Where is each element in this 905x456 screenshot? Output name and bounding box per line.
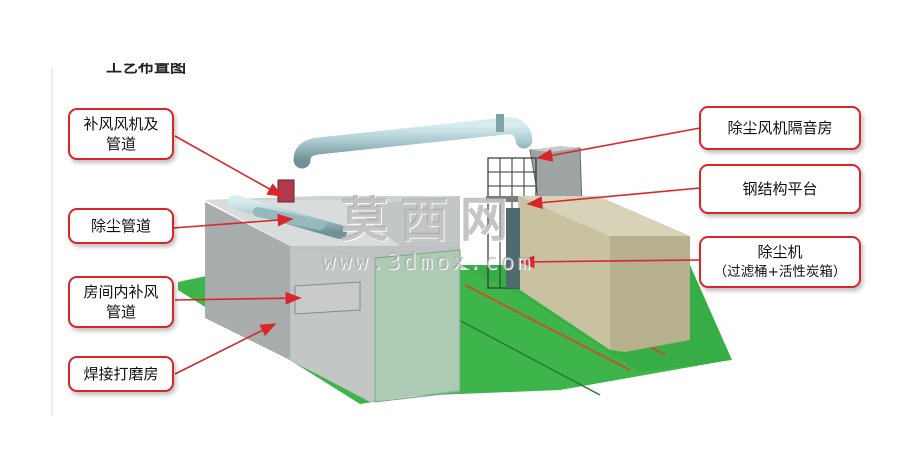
- arrow-fan-room: [536, 127, 701, 162]
- callout-room-supply-duct: 房间内补风 管道: [68, 276, 174, 328]
- interior-duct: [294, 281, 361, 315]
- callout-dust-collector-line2: （过滤桶+活性炭箱）: [713, 264, 847, 280]
- arrow-welding-room: [174, 323, 277, 375]
- callout-fan-sound-room-text: 除尘风机隔音房: [727, 119, 833, 137]
- callout-welding-room-text: 焊接打磨房: [83, 365, 159, 383]
- supply-fan-box: [277, 179, 295, 203]
- callout-steel-platform-text: 钢结构平台: [742, 180, 818, 198]
- arrow-room-supply: [174, 291, 302, 305]
- callout-supply-air-fan-line2: 管道: [105, 135, 136, 153]
- glass-panel: [374, 249, 461, 403]
- overhead-duct-top: [293, 117, 533, 169]
- callout-steel-platform: 钢结构平台: [699, 164, 861, 214]
- callout-room-supply-duct-line1: 房间内补风: [83, 283, 159, 301]
- arrow-supply-fan: [174, 135, 284, 197]
- callout-dust-duct-text: 除尘管道: [90, 217, 151, 235]
- callout-welding-room: 焊接打磨房: [68, 356, 174, 392]
- callout-dust-collector-line1: 除尘机: [757, 243, 803, 261]
- floor-stripe-1: [464, 284, 631, 371]
- callout-dust-collector: 除尘机 （过滤桶+活性炭箱）: [699, 236, 861, 288]
- callout-supply-air-fan-line1: 补风风机及: [83, 115, 159, 133]
- duct-clamp: [496, 114, 504, 132]
- dust-collector-top: [518, 196, 690, 236]
- floor-stripe-3: [439, 309, 601, 396]
- dust-collector-front: [610, 236, 690, 352]
- title-crop-mask: [100, 50, 190, 63]
- room-right-section: [350, 196, 460, 246]
- callout-room-supply-duct-line2: 管道: [105, 303, 136, 321]
- watermark-url: www.3dmox.com: [322, 250, 534, 275]
- platform-deck: [486, 196, 540, 202]
- room-left-wall: [205, 202, 290, 360]
- arrow-dust-collector: [518, 255, 701, 269]
- arrow-dust-duct: [172, 213, 294, 229]
- arrow-steel-platform: [526, 187, 701, 210]
- dust-collector-side: [518, 196, 610, 350]
- dust-collector-hopper: [506, 208, 520, 288]
- callout-supply-air-fan: 补风风机及 管道: [68, 108, 174, 160]
- callout-dust-duct: 除尘管道: [68, 208, 174, 244]
- watermark-text: 莫西网: [340, 192, 521, 248]
- callout-fan-sound-room: 除尘风机隔音房: [699, 106, 861, 150]
